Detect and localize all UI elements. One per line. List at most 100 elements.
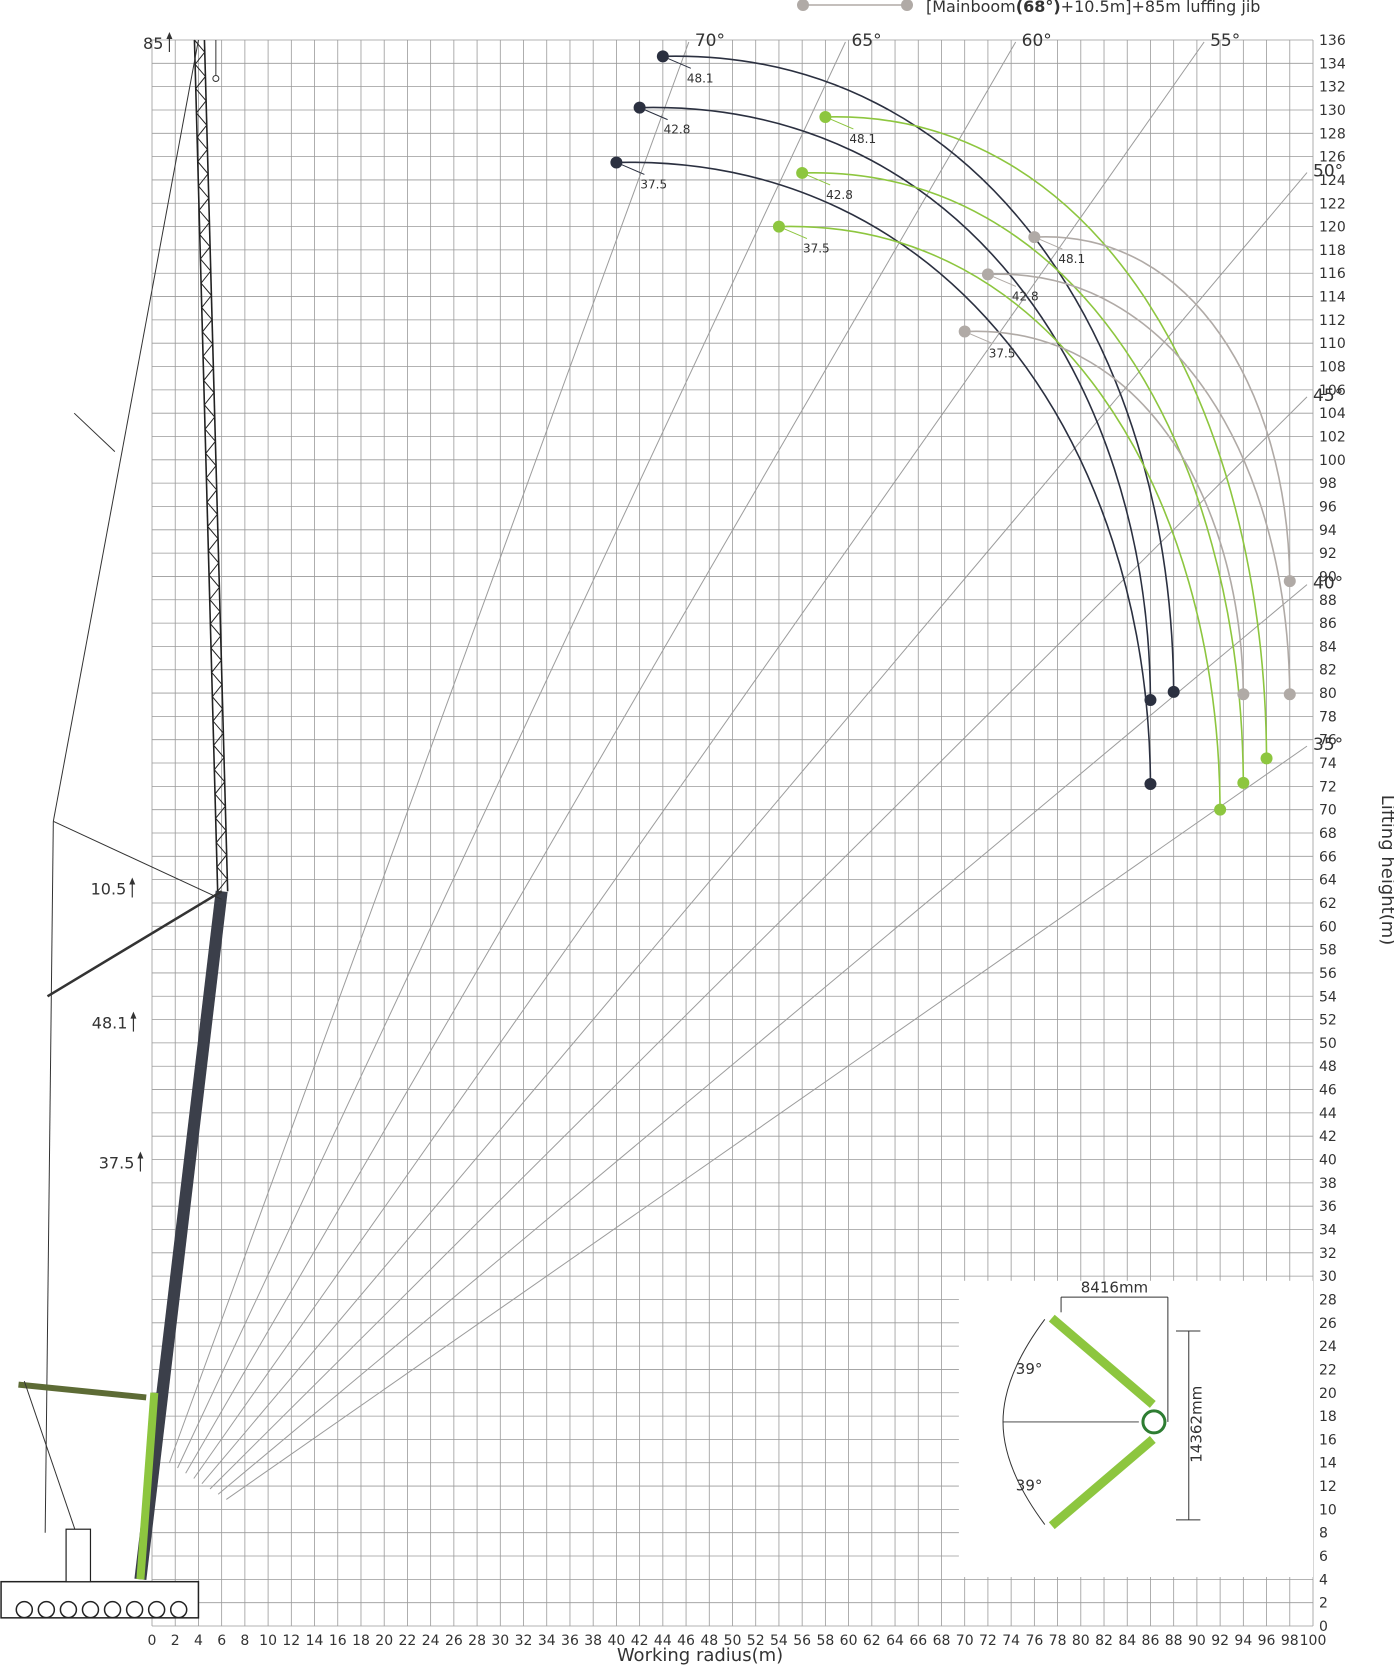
curve-start-point [796, 166, 809, 179]
curve-end-point [1167, 685, 1180, 698]
y-tick-label: 118 [1319, 243, 1346, 259]
y-tick-label: 4 [1319, 1572, 1328, 1588]
curve-label: 48.1 [687, 71, 714, 85]
x-tick-label: 76 [1025, 1633, 1043, 1649]
counterweight-stack [65, 1528, 92, 1583]
x-tick-label: 86 [1142, 1633, 1160, 1649]
inset-height-label: 14362mm [1188, 1386, 1206, 1463]
y-tick-label: 124 [1319, 173, 1346, 189]
inset-angle-lower: 39° [1016, 1477, 1043, 1495]
x-tick-label: 42 [631, 1633, 649, 1649]
y-tick-label: 100 [1319, 453, 1346, 469]
x-tick-label: 50 [724, 1633, 742, 1649]
height-arrowhead [129, 877, 136, 885]
x-tick-label: 52 [747, 1633, 765, 1649]
wheel [147, 1600, 166, 1619]
wheel [103, 1600, 122, 1619]
y-tick-label: 10 [1319, 1502, 1337, 1518]
boom-angle-ray [226, 745, 1308, 1500]
y-tick-label: 72 [1319, 779, 1337, 795]
y-tick-label: 98 [1319, 476, 1337, 492]
x-tick-label: 14 [306, 1633, 324, 1649]
height-arrowhead [166, 32, 173, 39]
y-tick-label: 26 [1319, 1316, 1337, 1332]
y-tick-label: 84 [1319, 639, 1337, 655]
x-tick-label: 22 [399, 1633, 417, 1649]
x-tick-label: 70 [956, 1633, 974, 1649]
x-tick-label: 84 [1118, 1633, 1136, 1649]
y-tick-label: 24 [1319, 1339, 1337, 1355]
x-tick-label: 98 [1281, 1633, 1299, 1649]
y-tick-label: 114 [1319, 290, 1346, 306]
guy-line [52, 39, 199, 822]
wheel [37, 1600, 56, 1619]
x-tick-label: 58 [816, 1633, 834, 1649]
height-annotation-label: 85 [143, 34, 163, 53]
y-tick-label: 6 [1319, 1549, 1328, 1565]
y-tick-label: 78 [1319, 709, 1337, 725]
crane-carrier [0, 1580, 200, 1619]
y-tick-label: 130 [1319, 103, 1346, 119]
y-tick-label: 120 [1319, 220, 1346, 236]
boom-angle-ray [177, 41, 846, 1469]
y-tick-label: 30 [1319, 1269, 1337, 1285]
legend-marker [901, 0, 913, 11]
y-tick-label: 32 [1319, 1246, 1337, 1262]
y-tick-label: 90 [1319, 569, 1337, 585]
y-tick-label: 92 [1319, 546, 1337, 562]
curve-label: 42.8 [1012, 289, 1039, 303]
boom-angle-label: 35° [1313, 735, 1343, 755]
main-boom [134, 890, 228, 1581]
x-tick-label: 24 [422, 1633, 440, 1649]
curve-label: 37.5 [989, 347, 1016, 361]
y-tick-label: 106 [1319, 383, 1346, 399]
x-tick-label: 18 [352, 1633, 370, 1649]
y-tick-label: 86 [1319, 616, 1337, 632]
x-tick-label: 32 [515, 1633, 533, 1649]
curve-end-point [1237, 776, 1250, 789]
x-tick-label: 2 [171, 1633, 180, 1649]
y-tick-label: 122 [1319, 196, 1346, 212]
boom-angle-label: 50° [1313, 162, 1343, 182]
x-tick-label: 82 [1095, 1633, 1113, 1649]
x-tick-label: 56 [793, 1633, 811, 1649]
y-tick-label: 8 [1319, 1526, 1328, 1542]
boom-angle-ray [185, 41, 1017, 1474]
y-tick-label: 82 [1319, 663, 1337, 679]
y-tick-label: 0 [1319, 1619, 1328, 1635]
luffing-jib [193, 39, 219, 892]
y-tick-label: 2 [1319, 1596, 1328, 1612]
curve-start-point [656, 50, 669, 63]
y-tick-label: 112 [1319, 313, 1346, 329]
boom-angle-label: 40° [1313, 574, 1343, 594]
y-tick-label: 80 [1319, 686, 1337, 702]
y-tick-label: 134 [1319, 56, 1346, 72]
y-tick-label: 48 [1319, 1059, 1337, 1075]
y-tick-label: 60 [1319, 919, 1337, 935]
boom-angle-ray [201, 172, 1308, 1485]
height-arrowhead [130, 1011, 137, 1019]
y-tick-label: 18 [1319, 1409, 1337, 1425]
x-tick-label: 28 [468, 1633, 486, 1649]
boom-angle-ray [217, 584, 1308, 1495]
curve-end-point [1283, 575, 1296, 588]
y-tick-label: 22 [1319, 1362, 1337, 1378]
wheel [125, 1600, 144, 1619]
y-tick-label: 40 [1319, 1153, 1337, 1169]
curve-label: 42.8 [664, 123, 691, 137]
y-tick-label: 132 [1319, 80, 1346, 96]
superlift-mast [18, 1381, 147, 1401]
legend-marker [797, 0, 809, 11]
x-tick-label: 60 [840, 1633, 858, 1649]
load-curve [964, 330, 1245, 695]
load-curve [778, 225, 1221, 810]
y-tick-label: 116 [1319, 266, 1346, 282]
load-curve [639, 106, 1152, 701]
x-tick-label: 44 [654, 1633, 672, 1649]
wheel [169, 1600, 188, 1619]
y-tick-label: 102 [1319, 430, 1346, 446]
inset-angle-upper: 39° [1016, 1360, 1043, 1378]
y-axis-title: Lifting height(m) [1377, 795, 1394, 946]
